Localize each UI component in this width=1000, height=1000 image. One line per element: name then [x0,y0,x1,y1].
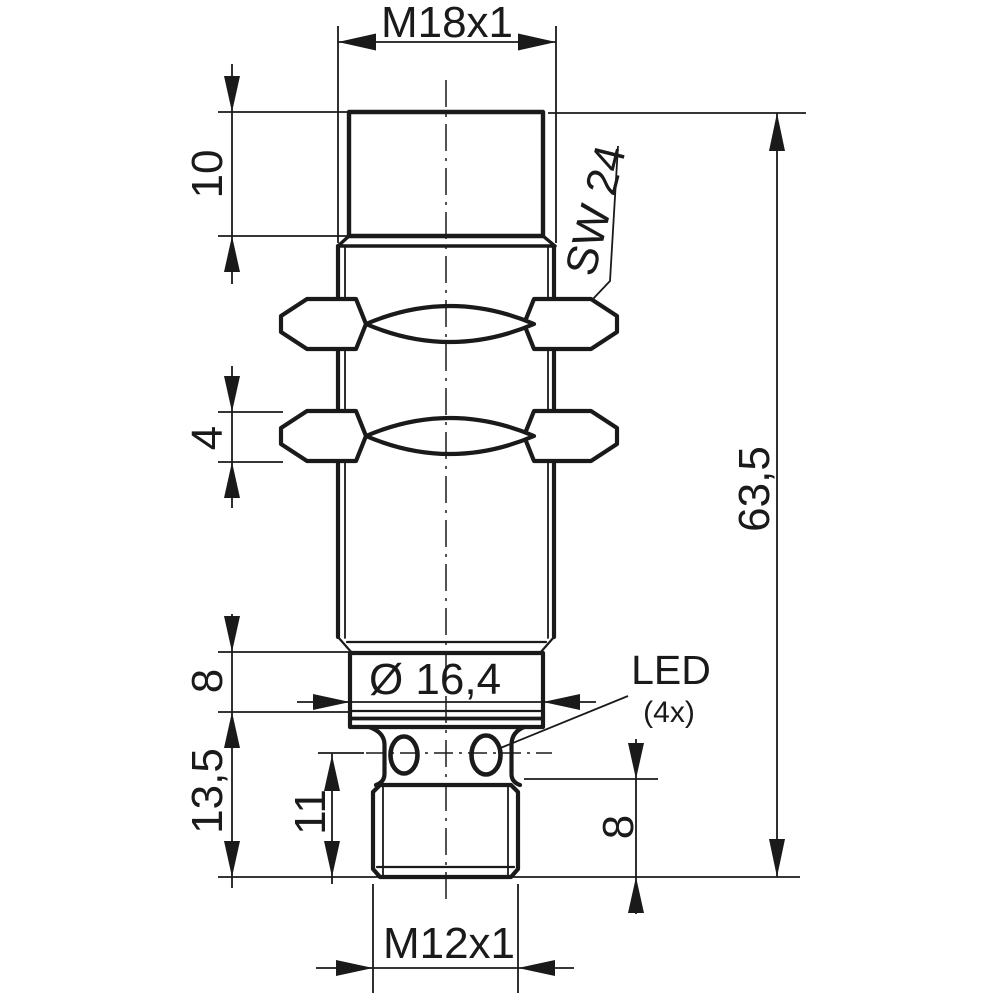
sw24-leader-line [591,145,619,301]
neck-left-edge [366,724,387,788]
neck-right-edge [509,724,527,788]
nut1-face [363,303,537,345]
m12-thread-lines [382,784,509,878]
dim-635-lines [548,112,806,877]
label-led-count: (4x) [643,696,695,729]
arrow-4-top [224,376,240,412]
nut1-right-lobe [521,296,620,352]
arrow-8l-top [224,616,240,652]
label-thread-top: M18x1 [381,0,513,47]
label-connector-thread-len: 8 [594,815,643,839]
arrow-635-top [769,113,785,151]
hex-nut-1 [278,296,620,352]
label-total-length: 63,5 [730,446,779,532]
arrow-4-bottom [224,462,240,498]
arrow-m12-left [336,960,373,976]
led-window-left [388,734,420,776]
label-ring-diameter: Ø 16,4 [369,655,501,704]
arrow-m12-right [518,960,555,976]
arrow-135-bottom [224,841,240,877]
label-ring-height: 8 [183,669,232,693]
arrow-8l-bottom-135-top [224,712,240,748]
arrow-diameter-right [543,694,580,710]
centerlines [366,80,552,905]
arrow-11-top [324,755,340,791]
dimension-arrows [224,33,785,976]
hex-nut-2 [278,408,620,464]
led-leader-line [497,695,629,750]
label-tail-length: 13,5 [183,748,232,834]
label-connector-inner: 11 [286,789,335,835]
nut2-left-lobe [278,408,369,464]
arrow-8r-bottom [628,877,644,913]
label-nut-thickness: 4 [183,426,232,450]
arrow-8r-top [628,743,644,779]
arrow-m18-right [518,33,556,51]
led-window-right [469,733,503,777]
label-wrench-size: SW 24 [556,141,635,281]
label-head-height: 10 [183,150,232,199]
label-led: LED [631,647,711,693]
nut2-face [363,415,537,457]
dim-10-lines [218,64,348,284]
arrow-11-bottom [324,841,340,877]
arrow-635-bottom [769,839,785,877]
arrow-10-bottom [224,236,240,272]
arrow-diameter-left [313,694,350,710]
label-thread-bottom: M12x1 [383,919,515,968]
nut2-right-lobe [521,408,620,464]
nut1-left-lobe [278,296,369,352]
arrow-m18-left [338,33,376,51]
arrow-10-top [224,76,240,112]
